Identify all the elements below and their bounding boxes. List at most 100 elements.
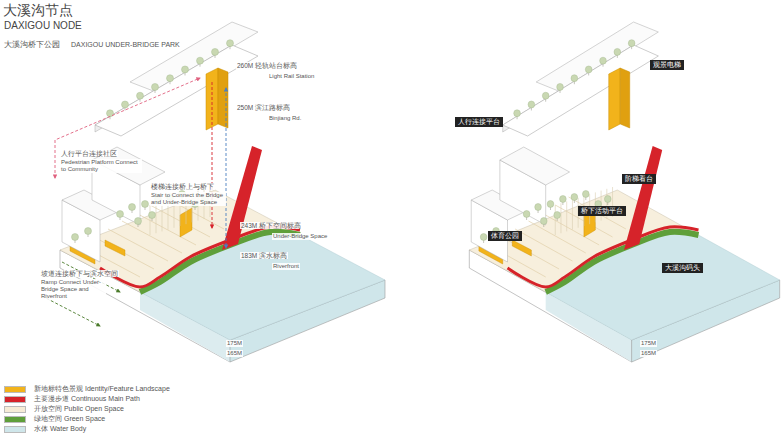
pillar [162, 201, 163, 231]
legend-row: 开放空间 Public Open Space [4, 404, 170, 414]
connection-arrow [55, 78, 200, 178]
legend-row: 绿地空间 Green Space [4, 414, 170, 424]
annotation-label: 坡道连接桥下与滨水空间 [40, 270, 119, 277]
water-body [140, 232, 385, 340]
terrace-step [94, 237, 154, 269]
callout-tag: 阶梯看台 [622, 174, 656, 184]
terrace-step [569, 197, 626, 229]
annotation-label: 250M 滨江路标高 [236, 104, 291, 111]
tree-crown [535, 204, 542, 211]
tree-crown [212, 48, 219, 55]
tree-crown [167, 75, 174, 82]
diagram-title: 大溪沟节点 [3, 2, 73, 20]
tree-crown [117, 211, 124, 218]
callout-tag: 观景电梯 [650, 60, 684, 70]
tree-crown [122, 101, 129, 108]
connection-arrow [212, 82, 213, 228]
tree-crown [582, 191, 589, 198]
legend-text: 开放空间 Public Open Space [34, 404, 124, 414]
tree-crown [182, 66, 189, 73]
elevator-tower [609, 68, 620, 130]
water-body [546, 232, 780, 340]
feature-landscape [512, 240, 531, 256]
tree-crown [554, 212, 561, 219]
building-roof [500, 147, 570, 185]
annotation-label: Ramp Connect Under-Bridge Space and Rive… [40, 279, 106, 300]
annotation-label: 243M 桥下空间标高 [240, 222, 302, 229]
tree-crown [628, 40, 635, 47]
legend: 新地标特色景观 Identity/Feature Landscape主要漫步道 … [4, 384, 170, 434]
left-axonometric [42, 22, 385, 362]
legend-swatch [4, 396, 26, 403]
tag-text: 观景电梯 [653, 61, 681, 69]
annotation-label: Under-Bridge Space [272, 233, 328, 240]
legend-row: 主要漫步道 Continuous Main Path [4, 394, 170, 404]
bridge-deck [503, 45, 659, 136]
tree-crown [227, 40, 234, 47]
pillar [150, 205, 151, 235]
tree-crown [528, 101, 535, 108]
main-path-ramp [222, 146, 262, 250]
tree-crown [547, 201, 554, 208]
tree-crown [142, 201, 149, 208]
tree-crown [149, 212, 156, 219]
legend-text: 水体 Water Body [34, 424, 86, 434]
pillar [560, 203, 561, 233]
tag-text: 桥下活动平台 [581, 207, 623, 215]
bridge-deck [95, 45, 258, 136]
green-strip [140, 232, 300, 292]
tree-crown [557, 83, 564, 90]
tree-crown [523, 211, 530, 218]
tag-text: 大溪沟码头 [665, 264, 700, 272]
subtitle: 大溪沟桥下公园 [3, 40, 61, 49]
main-path-ramp [624, 146, 662, 250]
tree-crown [129, 204, 136, 211]
annotation-label: 165M [226, 350, 243, 357]
main-path [508, 227, 699, 287]
subtitle: DAXIGOU UNDER-BRIDGE PARK [70, 41, 181, 49]
callout-tag: 人行连接平台 [455, 117, 503, 127]
subtitle: DAXIGOU NODE [3, 20, 83, 32]
annotation-label: 183M 滨水标高 [240, 252, 288, 259]
connection-arrow [42, 296, 100, 326]
annotation-label: Riverfront [272, 263, 300, 270]
tag-text: 体育公园 [491, 232, 519, 240]
terrace-step [108, 229, 168, 261]
legend-swatch [4, 386, 26, 393]
tree-crown [152, 83, 159, 90]
feature-landscape [105, 240, 125, 256]
pillar [555, 205, 556, 235]
annotation-label: Light Rail Station [268, 73, 315, 80]
tag-text: 人行连接平台 [458, 118, 500, 126]
tree-crown [600, 57, 607, 64]
legend-row: 水体 Water Body [4, 424, 170, 434]
tree-crown [604, 196, 611, 203]
annotation-label: 260M 轻轨站台标高 [236, 62, 298, 69]
legend-swatch [4, 416, 26, 423]
tree-crown [135, 218, 142, 225]
connection-arrow [226, 88, 227, 248]
tree-crown [585, 66, 592, 73]
legend-row: 新地标特色景观 Identity/Feature Landscape [4, 384, 170, 394]
legend-swatch [4, 406, 26, 413]
legend-text: 新地标特色景观 Identity/Feature Landscape [34, 384, 170, 394]
tree-crown [542, 92, 549, 99]
tree-crown [571, 75, 578, 82]
annotation-label: Pedestrian Platform Connect to Community [60, 159, 142, 173]
annotation-label: 175M [226, 340, 243, 347]
callout-tag: 桥下活动平台 [578, 206, 626, 216]
annotation-label: Stair to Connect the Bridge and Under-Br… [150, 192, 226, 206]
tree-crown [571, 194, 578, 201]
pillar [566, 201, 567, 231]
tree-crown [514, 110, 521, 117]
annotation-label: 175M [640, 340, 657, 347]
terrace-step [515, 229, 572, 261]
pillar [572, 200, 573, 230]
legend-text: 主要漫步道 Continuous Main Path [34, 394, 140, 404]
terrace-step [529, 221, 586, 253]
annotation-label: 165M [640, 350, 657, 357]
main-path [100, 227, 300, 287]
tree-crown [540, 218, 547, 225]
annotation-label: Binjiang Rd. [268, 115, 302, 122]
